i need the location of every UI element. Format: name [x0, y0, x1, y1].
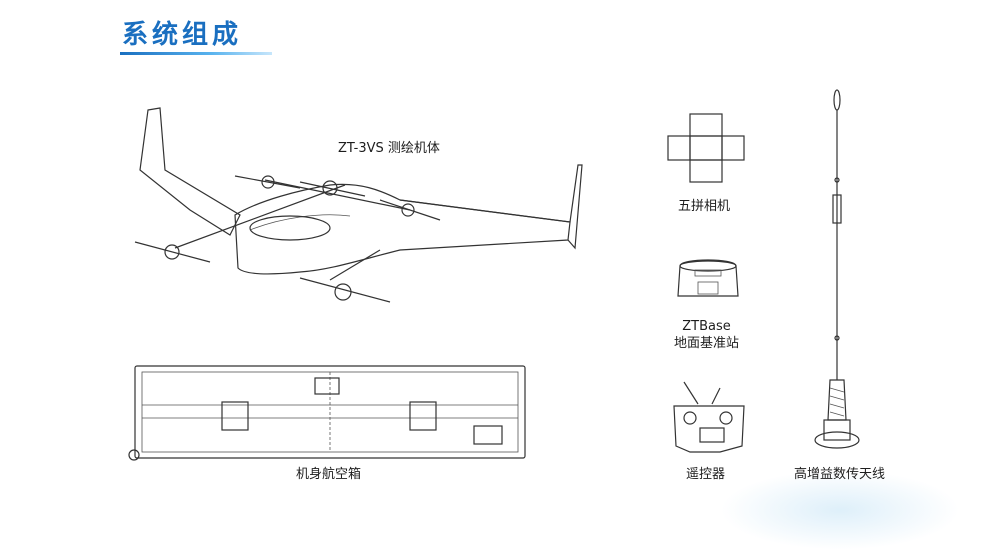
base-station-label-line1: ZTBase [682, 319, 731, 334]
base-station-label: ZTBase 地面基准站 [674, 318, 739, 352]
section-title: 系统组成 [122, 20, 243, 50]
title-underline [120, 52, 272, 55]
aircraft-illustration [134, 107, 583, 303]
aircraft-label: ZT-3VS 测绘机体 [338, 141, 440, 156]
remote-illustration [673, 381, 745, 453]
case-label: 机身航空箱 [296, 467, 362, 482]
case-illustration [128, 365, 526, 461]
base-station-illustration [677, 259, 739, 297]
camera-illustration [667, 113, 745, 183]
base-station-label-line2: 地面基准站 [674, 336, 740, 351]
antenna-label: 高增益数传天线 [794, 467, 886, 482]
camera-label: 五拼相机 [678, 199, 731, 214]
antenna-illustration [814, 89, 860, 449]
remote-label: 遥控器 [686, 467, 726, 482]
